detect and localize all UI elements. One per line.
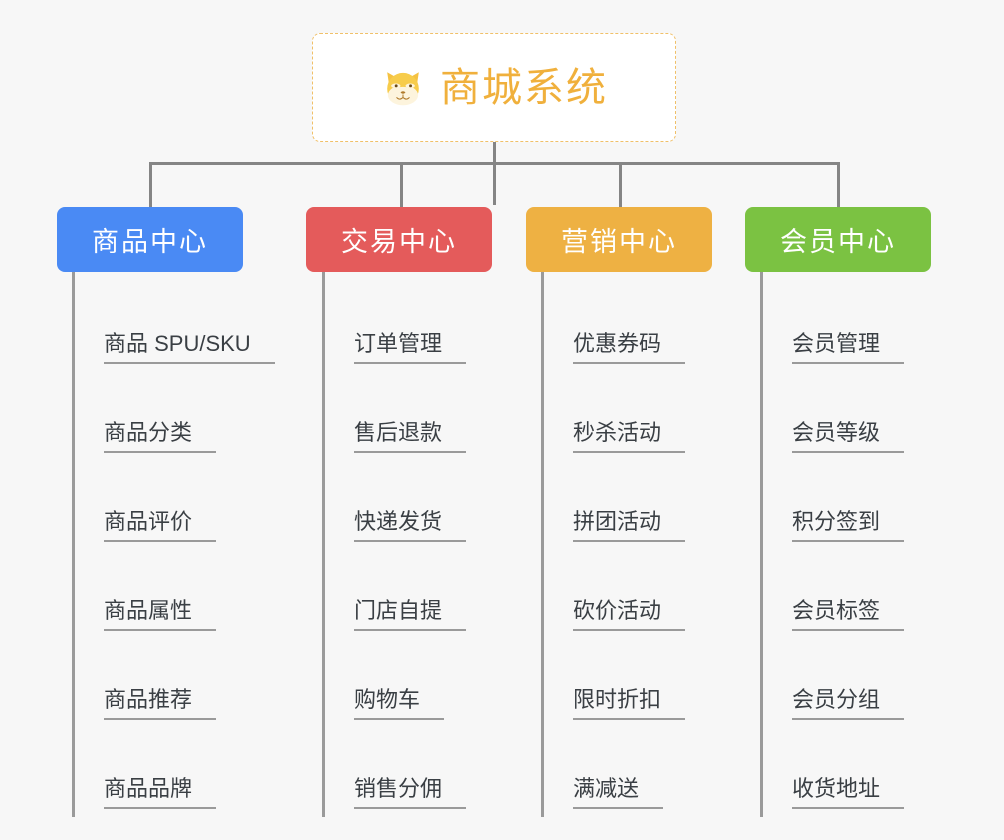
category-label-2: 交易中心 xyxy=(341,227,457,257)
leaf-spine-1 xyxy=(72,283,75,817)
category-label-4: 会员中心 xyxy=(780,227,896,257)
category-label-1: 商品中心 xyxy=(92,227,208,257)
leaf-item[interactable]: 商品评价 xyxy=(72,461,275,550)
leaf-label: 拼团活动 xyxy=(573,509,686,542)
leaf-label: 商品评价 xyxy=(104,509,217,542)
shiba-dog-face-icon xyxy=(387,71,419,107)
leaf-column-3: 优惠券码 秒杀活动 拼团活动 砍价活动 限时折扣 满减送 xyxy=(541,283,686,817)
leaf-spine-2 xyxy=(322,283,325,817)
connector-branch-stem-2 xyxy=(322,272,325,286)
leaf-item[interactable]: 门店自提 xyxy=(322,550,467,639)
leaf-item[interactable]: 商品品牌 xyxy=(72,728,275,817)
leaf-item[interactable]: 砍价活动 xyxy=(541,550,686,639)
leaf-item[interactable]: 会员分组 xyxy=(760,639,905,728)
connector-root-trunk xyxy=(493,142,496,205)
leaf-label: 商品 SPU/SKU xyxy=(104,331,275,364)
leaf-label: 积分签到 xyxy=(792,509,905,542)
category-box-2[interactable]: 交易中心 xyxy=(306,207,492,272)
root-node-label: 商城系统 xyxy=(440,65,608,110)
leaf-label: 商品推荐 xyxy=(104,687,217,720)
leaf-item[interactable]: 商品 SPU/SKU xyxy=(72,283,275,372)
leaf-label: 门店自提 xyxy=(354,598,467,631)
leaf-label: 满减送 xyxy=(573,776,664,809)
leaf-item[interactable]: 商品分类 xyxy=(72,372,275,461)
connector-horizontal-bus xyxy=(149,162,840,165)
connector-drop-2 xyxy=(400,162,403,208)
leaf-label: 会员管理 xyxy=(792,331,905,364)
leaf-item[interactable]: 秒杀活动 xyxy=(541,372,686,461)
leaf-item[interactable]: 收货地址 xyxy=(760,728,905,817)
leaf-item[interactable]: 售后退款 xyxy=(322,372,467,461)
leaf-item[interactable]: 购物车 xyxy=(322,639,466,728)
connector-drop-1 xyxy=(149,162,152,208)
connector-branch-stem-3 xyxy=(541,272,544,286)
leaf-label: 快递发货 xyxy=(354,509,467,542)
connector-branch-stem-4 xyxy=(760,272,763,286)
leaf-label: 商品品牌 xyxy=(104,776,217,809)
leaf-label: 销售分佣 xyxy=(354,776,467,809)
category-box-1[interactable]: 商品中心 xyxy=(57,207,243,272)
leaf-item[interactable]: 会员标签 xyxy=(760,550,905,639)
leaf-item[interactable]: 限时折扣 xyxy=(541,639,686,728)
leaf-label: 会员分组 xyxy=(792,687,905,720)
leaf-item[interactable]: 拼团活动 xyxy=(541,461,686,550)
leaf-column-1: 商品 SPU/SKU 商品分类 商品评价 商品属性 商品推荐 商品品牌 xyxy=(72,283,275,817)
leaf-item[interactable]: 快递发货 xyxy=(322,461,467,550)
category-box-4[interactable]: 会员中心 xyxy=(745,207,931,272)
category-box-3[interactable]: 营销中心 xyxy=(526,207,712,272)
leaf-spine-3 xyxy=(541,283,544,817)
category-label-3: 营销中心 xyxy=(561,227,677,257)
leaf-label: 会员等级 xyxy=(792,420,905,453)
leaf-item[interactable]: 会员管理 xyxy=(760,283,905,372)
leaf-column-4: 会员管理 会员等级 积分签到 会员标签 会员分组 收货地址 xyxy=(760,283,905,817)
leaf-item[interactable]: 商品属性 xyxy=(72,550,275,639)
leaf-item[interactable]: 积分签到 xyxy=(760,461,905,550)
connector-branch-stem-1 xyxy=(72,272,75,286)
leaf-item[interactable]: 满减送 xyxy=(541,728,685,817)
root-node-shop-system[interactable]: 商城系统 xyxy=(312,33,676,142)
leaf-spine-4 xyxy=(760,283,763,817)
leaf-label: 商品分类 xyxy=(104,420,217,453)
leaf-label: 购物车 xyxy=(354,687,445,720)
leaf-label: 限时折扣 xyxy=(573,687,686,720)
leaf-label: 会员标签 xyxy=(792,598,905,631)
connector-drop-3 xyxy=(619,162,622,208)
leaf-item[interactable]: 销售分佣 xyxy=(322,728,467,817)
leaf-label: 商品属性 xyxy=(104,598,217,631)
leaf-item[interactable]: 订单管理 xyxy=(322,283,467,372)
leaf-label: 订单管理 xyxy=(354,331,467,364)
leaf-label: 售后退款 xyxy=(354,420,467,453)
leaf-item[interactable]: 商品推荐 xyxy=(72,639,275,728)
leaf-column-2: 订单管理 售后退款 快递发货 门店自提 购物车 销售分佣 xyxy=(322,283,467,817)
leaf-item[interactable]: 会员等级 xyxy=(760,372,905,461)
leaf-label: 收货地址 xyxy=(792,776,905,809)
leaf-label: 秒杀活动 xyxy=(573,420,686,453)
leaf-label: 优惠券码 xyxy=(573,331,686,364)
leaf-item[interactable]: 优惠券码 xyxy=(541,283,686,372)
connector-drop-4 xyxy=(837,162,840,208)
leaf-label: 砍价活动 xyxy=(573,598,686,631)
